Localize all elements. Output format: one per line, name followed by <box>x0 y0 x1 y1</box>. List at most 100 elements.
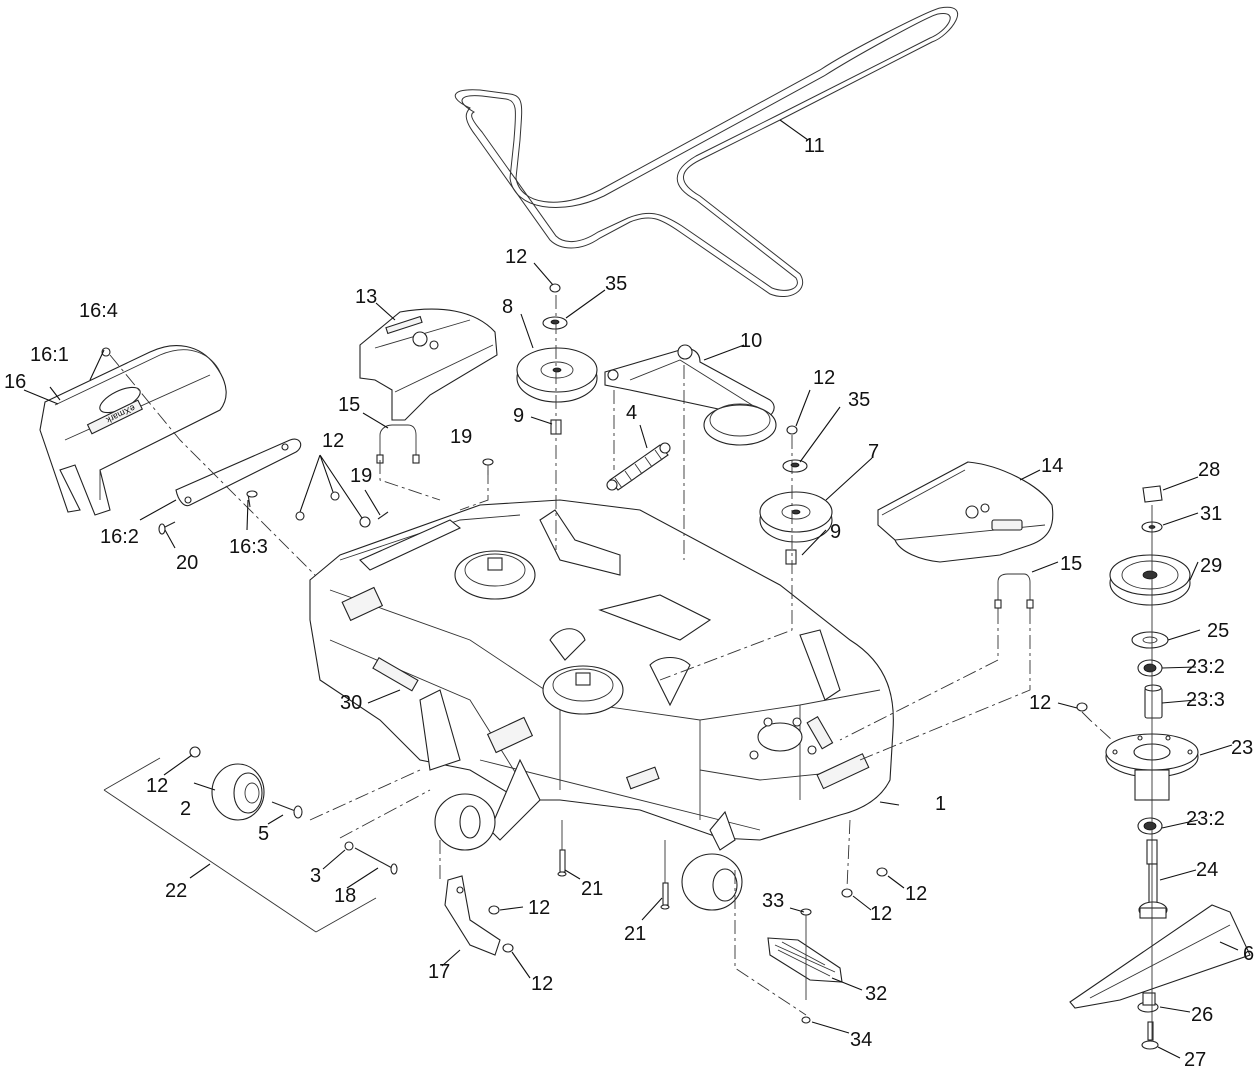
callout-10: 10 <box>740 330 762 352</box>
caster-arm-left <box>419 689 461 771</box>
nut-34 <box>801 1016 811 1024</box>
callout-20: 20 <box>176 552 198 574</box>
caster-bolt-line <box>339 789 431 839</box>
pin-19-left <box>377 511 389 520</box>
callout-12-cover: 12 <box>322 430 344 452</box>
right-belt-cover[interactable] <box>877 461 1054 563</box>
idler-pulley-8[interactable] <box>516 347 598 403</box>
callout-28: 28 <box>1198 459 1220 481</box>
left-belt-cover[interactable] <box>359 308 498 421</box>
callout-23: 23 <box>1231 737 1253 759</box>
callout-32: 32 <box>865 983 887 1005</box>
callout-2: 2 <box>180 798 191 820</box>
callout-16-1: 16:1 <box>30 344 69 366</box>
callout-16-2: 16:2 <box>100 526 139 548</box>
bolt-21-b <box>660 882 670 910</box>
idler-pulley-7[interactable] <box>759 491 833 543</box>
callouts: 11 12 35 8 9 4 10 12 35 7 9 14 15 28 31 … <box>4 135 1254 1071</box>
callout-12-spindle: 12 <box>1029 692 1051 714</box>
callout-23-2-b: 23:2 <box>1186 808 1225 830</box>
callout-8: 8 <box>502 296 513 318</box>
callout-12-skid-top: 12 <box>528 897 550 919</box>
callout-16-4: 16:4 <box>79 300 118 322</box>
caster-arm-front <box>489 758 541 841</box>
nut-12-spindle <box>1076 702 1088 712</box>
callout-26: 26 <box>1191 1004 1213 1026</box>
blade-adapter-26 <box>1137 992 1159 1013</box>
callout-19-b: 19 <box>450 426 472 448</box>
spacer-23-3 <box>1144 684 1163 719</box>
spindle-nut-line <box>1081 711 1113 741</box>
callout-27: 27 <box>1184 1049 1206 1071</box>
nut-12-top <box>549 283 561 293</box>
chute-centerline <box>109 354 331 591</box>
spindle-opening <box>757 722 803 752</box>
skid-17[interactable] <box>444 875 501 956</box>
bolt-21-a <box>557 849 567 877</box>
pin-20 <box>158 521 176 535</box>
callout-7: 7 <box>868 441 879 463</box>
blade-6[interactable] <box>1069 904 1251 1009</box>
seal-25 <box>1131 631 1169 649</box>
nut-12-right-b <box>876 867 888 877</box>
callout-35-b: 35 <box>848 389 870 411</box>
callout-11: 11 <box>804 135 825 157</box>
decal-front <box>625 766 660 790</box>
callout-29: 29 <box>1200 555 1222 577</box>
callout-17: 17 <box>428 961 450 983</box>
nut-12-skid-top <box>488 905 500 915</box>
callout-24: 24 <box>1196 859 1218 881</box>
callout-14: 14 <box>1041 455 1063 477</box>
callout-31: 31 <box>1200 503 1222 525</box>
callout-6: 6 <box>1243 943 1254 965</box>
caster-wheel-2[interactable] <box>211 763 265 821</box>
callout-25: 25 <box>1207 620 1229 642</box>
deck-spindle-pulley-center <box>542 665 624 715</box>
callout-4: 4 <box>626 402 637 424</box>
caster-arm-right <box>709 810 736 851</box>
step-plate-32[interactable] <box>767 937 843 983</box>
callout-21-b: 21 <box>624 923 646 945</box>
callout-35-a: 35 <box>605 273 627 295</box>
decal-left <box>341 586 384 622</box>
callout-23-2-a: 23:2 <box>1186 656 1225 678</box>
step-mount-line <box>734 870 807 1016</box>
callout-33: 33 <box>762 890 784 912</box>
hanger-rod-left <box>376 424 420 464</box>
decal-30 <box>372 657 419 692</box>
decal-right-2 <box>806 716 834 750</box>
callout-5: 5 <box>258 823 269 845</box>
idler-7-axis <box>659 435 793 681</box>
bolt-18 <box>354 847 398 875</box>
spindle-pulley-29[interactable] <box>1109 554 1191 606</box>
discharge-chute[interactable]: eXmark <box>39 345 227 516</box>
washer-3 <box>344 841 354 851</box>
leader-lines <box>23 119 1239 1059</box>
extension-spring[interactable] <box>606 442 671 491</box>
cover-mount-line-right-2 <box>859 610 1031 761</box>
callout-16: 16 <box>4 371 26 393</box>
callout-12-right-b: 12 <box>905 883 927 905</box>
wheel-spacer-5 <box>271 801 303 819</box>
chute-bracket[interactable] <box>175 438 302 507</box>
washer-35-a <box>542 316 568 330</box>
nut-12-idler <box>786 425 798 435</box>
right-nut-line <box>846 819 851 889</box>
caster-axle-line <box>309 769 421 821</box>
decal-right-1 <box>816 753 870 790</box>
drive-belt[interactable] <box>454 6 958 297</box>
callout-15-b: 15 <box>1060 553 1082 575</box>
caster-kit-bracket <box>103 757 377 933</box>
bolt-33 <box>800 908 812 1000</box>
hanger-rod-right <box>994 573 1034 610</box>
nut-28 <box>1142 485 1163 503</box>
pin-19-right <box>482 458 494 475</box>
nut-12-skid-bottom <box>502 943 514 953</box>
cover-mount-line-right <box>839 610 999 741</box>
blade-bolt-27 <box>1141 1021 1159 1050</box>
callout-30: 30 <box>340 692 362 714</box>
callout-12-idler: 12 <box>813 367 835 389</box>
nuts-12-cover <box>295 491 371 528</box>
callout-9-b: 9 <box>830 521 841 543</box>
